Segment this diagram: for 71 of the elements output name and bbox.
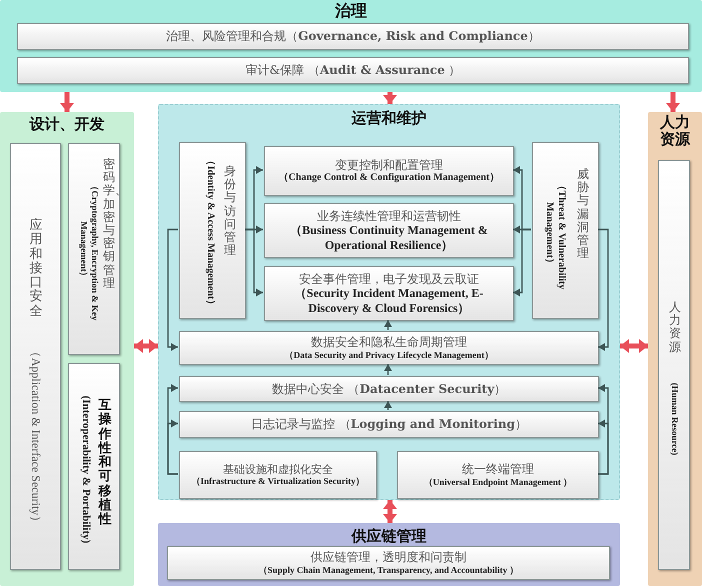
domain-box xyxy=(10,143,61,570)
connector-arrow xyxy=(513,228,531,296)
domain-box xyxy=(17,23,689,50)
connector-arrow xyxy=(167,420,178,475)
domain-label: 审计&保障 （Audit & Assurance ） xyxy=(244,63,462,78)
double-arrow xyxy=(134,339,158,353)
connector-arrow xyxy=(666,92,680,112)
domain-box xyxy=(179,411,599,438)
domain-name: 变更控制和配置管理 xyxy=(334,158,444,172)
domain-name: 身份与访问管理 xyxy=(224,165,236,258)
connector-arrow xyxy=(60,92,74,112)
domain-english-name: （Supply Chain Management, Transparency, and Accountability ） xyxy=(257,564,520,576)
connector-arrow xyxy=(598,228,609,351)
domain-box xyxy=(397,451,599,499)
category-panel xyxy=(158,104,620,500)
domain-english-name: (Interoperability & Portability) xyxy=(78,394,92,546)
connector-arrow xyxy=(384,401,392,410)
domain-name: 人力资源 xyxy=(669,301,681,354)
domain-name: 基础设施和虚拟化安全 xyxy=(222,463,334,476)
domain-box xyxy=(17,57,689,84)
domain-box xyxy=(179,451,377,499)
double-arrow xyxy=(383,500,397,523)
domain-english-name: （Infrastructure & Virtualization Security） xyxy=(190,476,366,487)
connector-arrow xyxy=(598,420,609,475)
connector-arrow xyxy=(167,228,178,351)
category-title: 运营和维护 xyxy=(350,110,428,128)
domain-box xyxy=(68,143,120,355)
category-panel xyxy=(0,0,702,92)
domain-english-name: （Threat & Vulnerability Management） xyxy=(543,180,567,292)
domain-english-name: （Data Security and Privacy Lifecycle Management） xyxy=(284,350,494,361)
domain-name: 互操作性和可移植性 xyxy=(98,399,112,528)
domain-name: 应用和接口安全 xyxy=(30,219,42,320)
domain-box xyxy=(264,146,514,196)
domain-box xyxy=(68,363,120,570)
category-panel xyxy=(648,112,702,586)
domain-english-name: （Security Incident Management, E-Discovery & Cloud Forensics） xyxy=(294,286,484,316)
domain-name: 业务连续性管理和运营韧性 xyxy=(316,208,462,224)
category-title: 治理 xyxy=(334,2,368,20)
domain-english-name: （Application & Interface Security） xyxy=(28,344,44,530)
category-title: 设计、开发 xyxy=(28,116,106,134)
category-title: 供应链管理 xyxy=(350,528,428,546)
domain-name: 安全事件管理，电子发现及云取证 xyxy=(298,272,480,286)
domain-box xyxy=(658,160,690,570)
domain-box xyxy=(179,331,599,365)
connector-arrow xyxy=(245,228,263,296)
domain-label: 日志记录与监控 （Logging and Monitoring） xyxy=(250,417,528,432)
domain-english-name: （Business Continuity Management & Operational Resilience） xyxy=(289,223,489,252)
domain-box xyxy=(167,546,610,580)
connector-arrow xyxy=(384,364,392,375)
domain-name: 威胁与漏洞管理 xyxy=(577,168,589,260)
domain-english-name: （Universal Endpoint Management ） xyxy=(422,476,574,488)
double-arrow xyxy=(620,339,648,353)
domain-english-name: （Change Control & Configuration Management） xyxy=(278,172,500,184)
category-panel xyxy=(0,112,134,586)
connector-arrow xyxy=(384,320,392,330)
domain-english-name: （Identity & Access Management） xyxy=(204,155,216,310)
domain-label: 数据中心安全 （Datacenter Security） xyxy=(270,382,508,396)
connector-arrow xyxy=(383,92,397,104)
category-title: 人力资源 xyxy=(660,114,690,148)
domain-english-name: （Cryptography, Encryption & Key Management） xyxy=(78,180,100,322)
domain-label: 治理、风险管理和合规（Governance, Risk and Compliance） xyxy=(165,29,541,44)
domain-name: 统一终端管理 xyxy=(461,462,535,477)
domain-name: 供应链管理，透明度和问责制 xyxy=(310,550,468,565)
domain-box xyxy=(532,142,599,319)
category-panel xyxy=(158,523,620,586)
domain-box xyxy=(179,142,246,319)
domain-box xyxy=(264,266,514,321)
domain-box xyxy=(264,203,514,258)
domain-name: 数据安全和隐私生命周期管理 xyxy=(310,335,468,350)
domain-box xyxy=(179,376,599,402)
domain-english-name: (Human Resource) xyxy=(670,382,680,458)
